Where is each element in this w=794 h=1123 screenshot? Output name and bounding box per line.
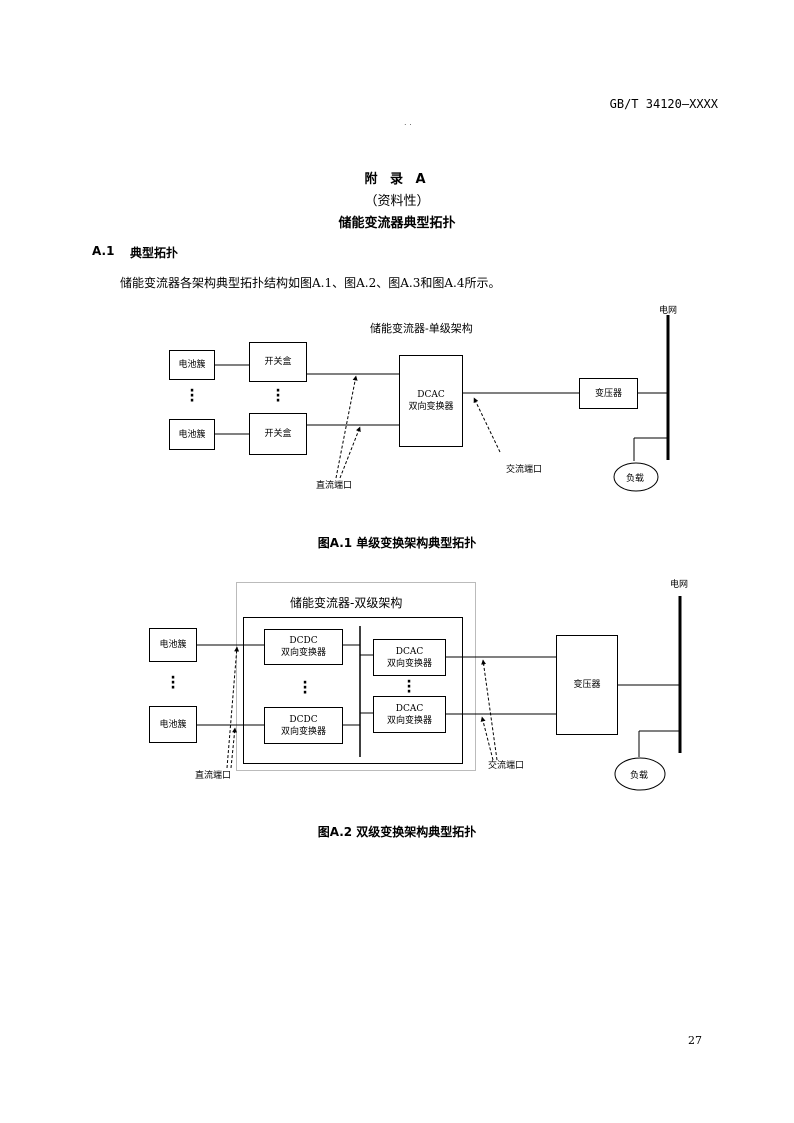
page-number: 27 bbox=[688, 1034, 702, 1047]
figure-a1-ac-port-label: 交流端口 bbox=[506, 465, 543, 475]
figure-a1-battery-1: 电池簇 bbox=[169, 350, 215, 380]
figure-a2-grid-label: 电网 bbox=[670, 580, 689, 590]
figure-a2-dcdc-2: DCDC 双向变换器 bbox=[264, 707, 343, 744]
figure-a2-outer-frame bbox=[236, 582, 476, 771]
figure-a2-battery-1: 电池簇 bbox=[149, 628, 197, 662]
figure-a2-ellipsis-dcdc: ··· bbox=[302, 675, 308, 701]
figure-a1-transformer: 变压器 bbox=[579, 378, 638, 409]
top-mark: . . bbox=[404, 118, 412, 127]
figure-a2-dcac-1: DCAC 双向变换器 bbox=[373, 639, 446, 676]
figure-a1-battery-2: 电池簇 bbox=[169, 419, 215, 450]
section-body: 储能变流器各架构典型拓扑结构如图A.1、图A.2、图A.3和图A.4所示。 bbox=[120, 276, 501, 290]
section-number: A.1 bbox=[92, 244, 115, 258]
standard-number: GB/T 34120—XXXX bbox=[609, 97, 718, 111]
figure-a1-switch-2: 开关盒 bbox=[249, 413, 307, 455]
figure-a2-inner-frame bbox=[243, 617, 463, 764]
figure-a1-grid-label: 电网 bbox=[659, 306, 678, 316]
figure-a1-dc-port-label: 直流端口 bbox=[316, 481, 353, 491]
figure-a2-ellipsis-dcac: ··· bbox=[406, 674, 412, 700]
appendix-title: 附 录 A bbox=[364, 172, 430, 187]
figure-a1-dcac-converter: DCAC 双向变换器 bbox=[399, 355, 463, 447]
figure-a1-load: 负载 bbox=[626, 474, 645, 484]
figure-a2-dc-port-label: 直流端口 bbox=[195, 771, 232, 781]
appendix-heading: 储能变流器典型拓扑 bbox=[338, 216, 456, 231]
appendix-subtitle: （资料性） bbox=[364, 194, 430, 209]
figure-a2-ellipsis-left: ··· bbox=[170, 670, 176, 696]
figure-a2-dcdc-1: DCDC 双向变换器 bbox=[264, 629, 343, 665]
figure-a2-ac-port-label: 交流端口 bbox=[488, 761, 525, 771]
figure-a1-frame-title: 储能变流器-单级架构 bbox=[370, 322, 473, 335]
figure-a2-battery-2: 电池簇 bbox=[149, 706, 197, 743]
figure-a1-caption: 图A.1 单级变换架构典型拓扑 bbox=[317, 536, 477, 550]
figure-a1-ellipsis-left: ··· bbox=[189, 383, 195, 409]
figure-a2-dcac-2: DCAC 双向变换器 bbox=[373, 696, 446, 733]
figure-a2-load: 负载 bbox=[630, 771, 649, 781]
figure-a1-switch-1: 开关盒 bbox=[249, 342, 307, 382]
figure-a2-frame-title: 储能变流器-双级架构 bbox=[290, 596, 403, 610]
section-title: 典型拓扑 bbox=[130, 246, 179, 260]
figure-a2-transformer: 变压器 bbox=[556, 635, 618, 735]
figure-a2-caption: 图A.2 双级变换架构典型拓扑 bbox=[317, 825, 477, 839]
figure-a1-ellipsis-middle: ··· bbox=[275, 383, 281, 409]
